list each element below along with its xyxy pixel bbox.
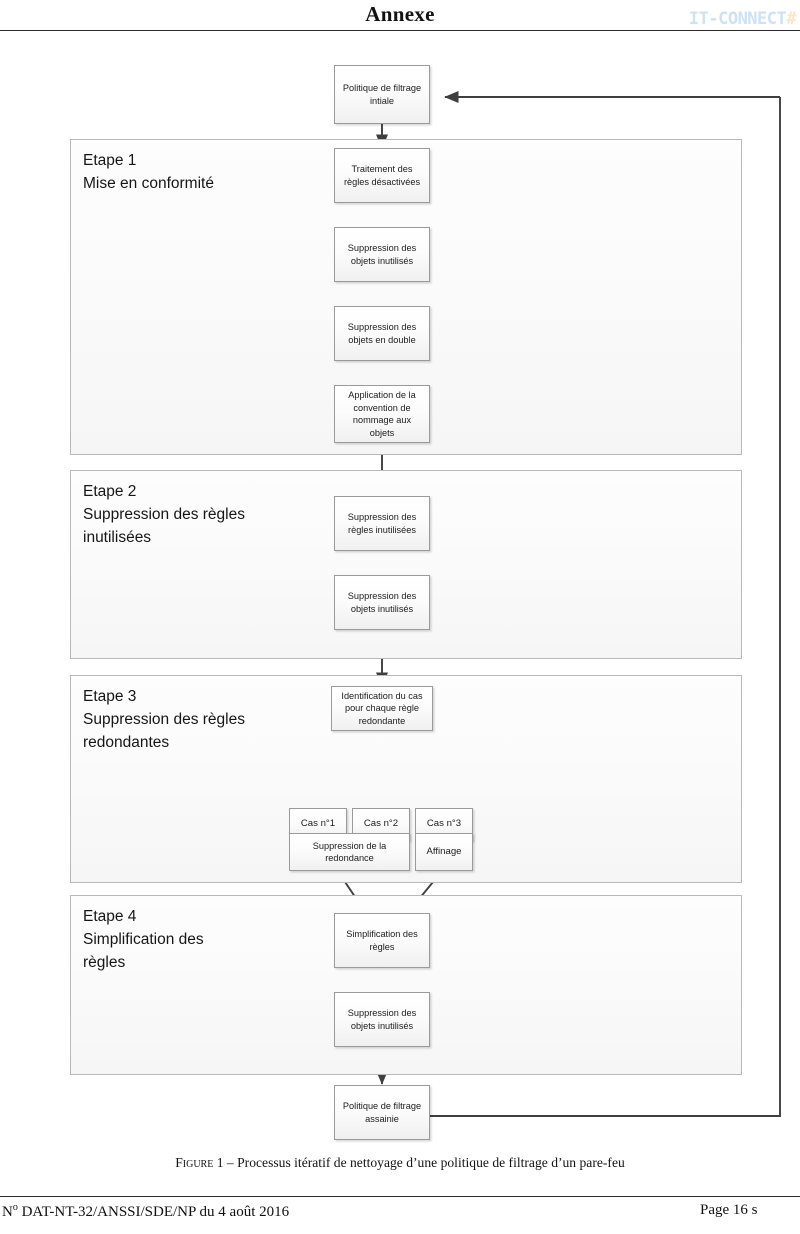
page-title: Annexe xyxy=(365,2,435,26)
it-connect-watermark: IT-CONNECT# xyxy=(688,9,797,29)
watermark-text: IT-CONNECT xyxy=(688,9,787,29)
flowchart-figure: Etape 1 Mise en conformité Etape 2 Suppr… xyxy=(0,34,800,1154)
step-title-etape-3: Etape 3 Suppression des règles redondant… xyxy=(83,688,245,751)
footer-divider xyxy=(0,1196,800,1197)
step-title-etape-1: Etape 1 Mise en conformité xyxy=(83,152,214,192)
node-suppression-redondance[interactable]: Suppression de la redondance xyxy=(289,833,410,871)
footer-reference-prefix: N xyxy=(2,1204,13,1220)
footer-reference-superscript: o xyxy=(12,1202,18,1213)
node-suppression-objets-inutilises-1[interactable]: Suppression des objets inutilisés xyxy=(334,227,430,282)
footer-page-number: Page 16 s xyxy=(700,1202,758,1218)
node-traitement-regles-desactivees[interactable]: Traitement des règles désactivées xyxy=(334,148,430,203)
figure-caption-text: Processus itératif de nettoyage d’une po… xyxy=(237,1155,625,1170)
node-simplification-regles[interactable]: Simplification des règles xyxy=(334,913,430,968)
figure-caption-label: Figure 1 xyxy=(175,1155,224,1170)
node-affinage[interactable]: Affinage xyxy=(415,833,473,871)
node-suppression-regles-inutilisees[interactable]: Suppression des règles inutilisées xyxy=(334,496,430,551)
node-politique-filtrage-assainie[interactable]: Politique de filtrage assainie xyxy=(334,1085,430,1140)
figure-caption-separator: – xyxy=(223,1155,238,1170)
node-politique-filtrage-initiale[interactable]: Politique de filtrage intiale xyxy=(334,65,430,124)
footer-reference-text: DAT-NT-32/ANSSI/SDE/NP du 4 août 2016 xyxy=(17,1204,290,1220)
node-suppression-objets-inutilises-3[interactable]: Suppression des objets inutilisés xyxy=(334,992,430,1047)
watermark-tail: # xyxy=(786,9,796,29)
node-suppression-objets-inutilises-2[interactable]: Suppression des objets inutilisés xyxy=(334,575,430,630)
node-application-convention-nommage[interactable]: Application de la convention de nommage … xyxy=(334,385,430,443)
node-identification-cas-regle-redondante[interactable]: Identification du cas pour chaque règle … xyxy=(331,686,433,731)
step-title-etape-2: Etape 2 Suppression des règles inutilisé… xyxy=(83,483,245,546)
figure-caption: Figure 1 – Processus itératif de nettoya… xyxy=(0,1155,800,1171)
header-divider xyxy=(0,30,800,31)
footer-document-reference: No DAT-NT-32/ANSSI/SDE/NP du 4 août 2016 xyxy=(2,1202,289,1221)
node-suppression-objets-en-double[interactable]: Suppression des objets en double xyxy=(334,306,430,361)
page-header: Annexe IT-CONNECT# xyxy=(0,0,800,34)
step-title-etape-4: Etape 4 Simplification des règles xyxy=(83,908,204,971)
